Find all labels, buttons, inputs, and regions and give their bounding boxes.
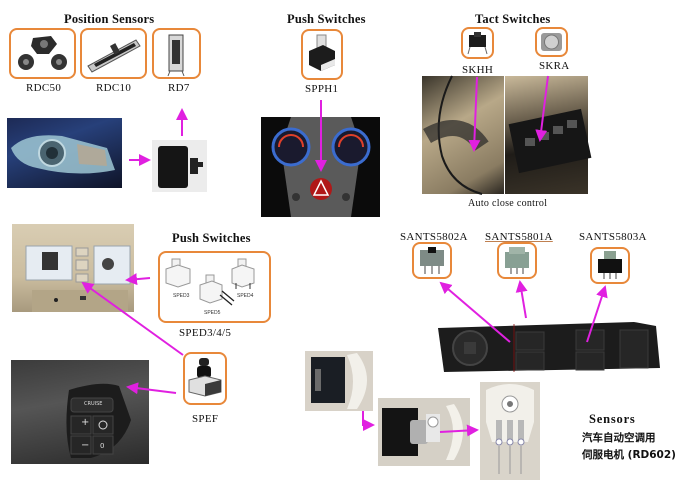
spef-label: SPEF (192, 413, 219, 425)
arrow-spef-to-console (81, 281, 184, 356)
skra-product (535, 27, 568, 57)
skhh-product (461, 27, 494, 59)
sensors-heading: Sensors (589, 412, 636, 426)
rotary-sensor-icon (18, 36, 67, 70)
arrow-panel-to-sants5801a (515, 280, 528, 319)
arrow-panel-to-sants5802a (439, 281, 511, 343)
spph1-label: SPPH1 (305, 83, 339, 95)
slide-sensor-icon (87, 39, 141, 73)
overhead-console-light-photo (12, 224, 134, 312)
arrow-open-motor-to-sensor (439, 424, 479, 437)
rdc10-product (80, 28, 147, 79)
rd7-label: RD7 (168, 82, 190, 94)
tact-switches-heading: Tact Switches (475, 12, 551, 26)
sants5802a-label: SANTS5802A (400, 231, 468, 243)
rd7-product (152, 28, 201, 79)
svg-text:−: − (81, 440, 89, 451)
sants5801a-label: SANTS5801A (485, 231, 553, 243)
svg-text:0: 0 (100, 442, 104, 450)
servo-motor-open-photo (378, 398, 470, 466)
arrow-sped-to-console-right (125, 273, 151, 286)
rdc50-label: RDC50 (26, 82, 62, 94)
rdc10-label: RDC10 (96, 82, 132, 94)
svg-text:+: + (81, 417, 89, 428)
push-switch-icon (309, 34, 335, 71)
sped345-label: SPED3/4/5 (179, 327, 232, 339)
tact-switch-round-icon (541, 33, 562, 51)
sped3-tag: SPED3 (173, 293, 190, 299)
spef-product (183, 352, 227, 405)
car-headlight-photo (7, 118, 122, 188)
arrow-spef-to-cruise (126, 382, 177, 395)
arrow-panel-to-sants5803a (586, 285, 608, 343)
sped5-tag: SPED5 (204, 310, 221, 316)
auto-close-control-caption: Auto close control (468, 198, 548, 209)
skhh-label: SKHH (462, 64, 494, 76)
sped-group-product: SPED3 SPED5 SPED4 (158, 251, 271, 323)
arrow-motor-to-open-motor (362, 411, 375, 431)
joystick-switch-icon (188, 358, 222, 397)
push-switches-bottom-heading: Push Switches (172, 231, 251, 245)
sensor-board-photo (480, 382, 540, 480)
cruise-button-text: CRUISE (84, 401, 103, 407)
sensors-description-line2: 伺服电机 (RD602) (582, 449, 676, 461)
headlight-leveling-actuator-photo (152, 140, 207, 192)
sants5802a-product (412, 242, 452, 279)
arrow-skhh-to-wheel (468, 76, 481, 152)
skra-label: SKRA (539, 60, 570, 72)
rdc50-product (9, 28, 76, 79)
spph1-product (301, 29, 343, 80)
arrow-skra-to-panel (535, 75, 549, 142)
position-sensors-heading: Position Sensors (64, 12, 155, 26)
push-switches-top-heading: Push Switches (287, 12, 366, 26)
push-switch-group-icon (165, 258, 255, 306)
power-window-switch-panel-photo (434, 318, 666, 378)
tact-switch-icon (467, 32, 488, 55)
sensors-description-line1: 汽车自动空调用 (582, 432, 656, 444)
sped4-tag: SPED4 (237, 293, 254, 299)
linear-sensor-icon (167, 34, 185, 77)
sants5803a-product (590, 247, 630, 284)
sants5801a-product (497, 242, 537, 279)
sants5803a-label: SANTS5803A (579, 231, 647, 243)
servo-motor-photo (305, 351, 373, 411)
steering-cruise-control-photo: + − 0 CRUISE (11, 360, 149, 464)
